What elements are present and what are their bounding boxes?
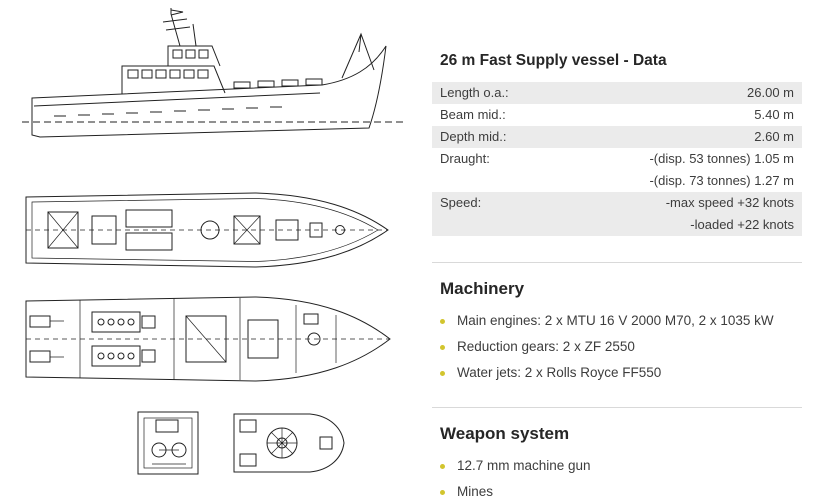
spec-value: -max speed +32 knots [665, 195, 794, 210]
spec-label: Speed: [440, 195, 482, 210]
spec-line: -(disp. 73 tonnes) 1.27 m [440, 170, 794, 192]
machinery-item: Main engines: 2 x MTU 16 V 2000 M70, 2 x… [440, 313, 794, 329]
weapon-system-title: Weapon system [440, 424, 570, 443]
machinery-section: Machinery Main engines: 2 x MTU 16 V 200… [432, 262, 802, 381]
machinery-list: Main engines: 2 x MTU 16 V 2000 M70, 2 x… [432, 313, 802, 381]
weapon-system-section: Weapon system 12.7 mm machine gun Mines [432, 407, 802, 500]
lower-deck-plan-drawing [25, 296, 391, 382]
weapon-system-item-text: 12.7 mm machine gun [457, 458, 591, 473]
machinery-item: Water jets: 2 x Rolls Royce FF550 [440, 365, 794, 381]
weapon-system-item: Mines [440, 484, 794, 500]
machinery-item: Reduction gears: 2 x ZF 2550 [440, 339, 794, 355]
detail-views [132, 408, 428, 478]
spec-row-depth: Depth mid.: 2.60 m [432, 126, 802, 148]
bullet-dot-icon [440, 318, 445, 324]
bullet-dot-icon [440, 489, 445, 495]
spec-value: -(disp. 53 tonnes) 1.05 m [649, 151, 794, 166]
weapon-system-item-text: Mines [457, 484, 494, 499]
spec-row-speed: Speed: -max speed +32 knots -loaded +22 … [432, 192, 802, 236]
spec-value: 5.40 m [754, 107, 794, 122]
spec-value: 2.60 m [754, 129, 794, 144]
spec-label: Length o.a.: [440, 85, 509, 100]
spec-value: 26.00 m [747, 85, 794, 100]
machinery-item-text: Reduction gears: 2 x ZF 2550 [457, 339, 635, 354]
machinery-item-text: Water jets: 2 x Rolls Royce FF550 [457, 365, 662, 380]
weapon-system-item: 12.7 mm machine gun [440, 458, 794, 474]
spec-line: Speed: -max speed +32 knots [440, 192, 794, 214]
detail-plan-right-drawing [233, 413, 345, 473]
spec-row-draught: Draught: -(disp. 53 tonnes) 1.05 m -(dis… [432, 148, 802, 192]
spec-line: Draught: -(disp. 53 tonnes) 1.05 m [440, 148, 794, 170]
machinery-item-text: Main engines: 2 x MTU 16 V 2000 M70, 2 x… [457, 313, 774, 328]
spec-line: -loaded +22 knots [440, 214, 794, 236]
spec-label: Draught: [440, 151, 490, 166]
spec-label: Depth mid.: [440, 129, 507, 144]
bullet-dot-icon [440, 344, 445, 350]
spec-value: -loaded +22 knots [690, 217, 794, 232]
machinery-title: Machinery [440, 279, 525, 298]
spec-value: -(disp. 73 tonnes) 1.27 m [649, 173, 794, 188]
spec-row-length: Length o.a.: 26.00 m [432, 82, 802, 104]
main-deck-plan-drawing [25, 192, 389, 268]
vessel-data-table: Length o.a.: 26.00 m Beam mid.: 5.40 m D… [432, 82, 802, 236]
detail-plan-left-drawing [137, 411, 199, 475]
vessel-side-profile-drawing [22, 8, 406, 138]
data-section-title: 26 m Fast Supply vessel - Data [440, 52, 667, 69]
bullet-dot-icon [440, 463, 445, 469]
vessel-drawings [22, 8, 428, 478]
spec-row-beam: Beam mid.: 5.40 m [432, 104, 802, 126]
weapon-system-list: 12.7 mm machine gun Mines [432, 458, 802, 500]
spec-label: Beam mid.: [440, 107, 506, 122]
spec-panel: 26 m Fast Supply vessel - Data Length o.… [428, 0, 830, 502]
bullet-dot-icon [440, 370, 445, 376]
